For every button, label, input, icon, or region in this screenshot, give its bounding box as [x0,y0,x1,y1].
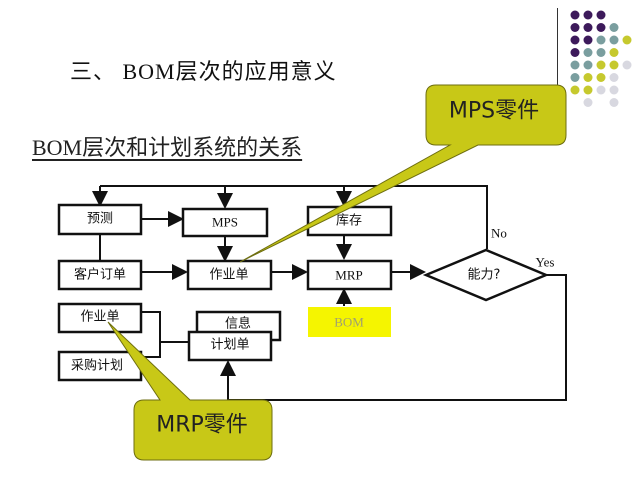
decor-dot [570,10,580,20]
decor-dot [596,10,606,20]
decor-dot [609,23,619,32]
decor-dot [596,73,606,82]
node-forecast-label: 预测 [87,212,113,227]
edge-label-no: No [491,226,507,241]
decor-dot [583,35,593,45]
node-customer-order-label: 客户订单 [74,267,126,283]
node-work-order-2: 作业单 [57,302,143,334]
decor-dot [596,60,606,70]
node-work-order-2-label: 作业单 [80,310,119,325]
callout-mrp-parts-text: MRP零件 [156,413,248,438]
node-work-order: 作业单 [186,259,273,291]
node-info-label: 信息 [225,316,251,332]
node-plan-sheet-label: 计划单 [210,338,249,353]
node-capacity-label: 能力? [468,268,501,283]
decor-dot [609,85,619,95]
decor-dot [570,23,580,32]
node-bom: BOM [308,307,391,337]
callout-mps-parts-text: MPS零件 [449,99,539,124]
decor-dot [609,35,619,45]
decor-dot [583,85,593,95]
edge-label-yes: Yes [536,255,555,270]
decor-dot [609,98,619,107]
decor-dot [596,85,606,95]
bracket-line [141,311,161,358]
yes-loop-line [220,274,567,401]
node-purchase-plan: 采购计划 [57,350,143,382]
node-customer-order: 客户订单 [57,259,143,291]
decor-dot [609,48,619,57]
node-bom-label: BOM [334,315,364,330]
decor-dot [622,35,632,45]
decor-dot [570,35,580,45]
decor-dot [570,85,580,95]
decor-dot [596,48,606,57]
decor-dot [570,48,580,57]
node-inventory-label: 库存 [336,213,362,229]
slide-title: 三、 BOM层次的应用意义 [70,59,337,84]
node-mrp: MRP [306,259,393,291]
callout-mps-parts: MPS零件 [239,84,567,263]
connectors [92,185,567,401]
decor-dot [622,60,632,70]
diagram-subtitle: BOM层次和计划系统的关系 [32,135,303,160]
node-plan-sheet: 计划单 [187,330,273,362]
node-mps-label: MPS [212,215,238,230]
node-forecast: 预测 [57,203,143,236]
node-mrp-label: MRP [335,268,362,283]
decor-dot-grid [570,10,632,107]
decor-dot [609,60,619,70]
node-capacity-decision: 能力? [422,248,550,302]
decor-dot [583,48,593,57]
decor-dot [596,35,606,45]
decor-dot [583,98,593,107]
decor-dot [570,73,580,82]
no-feedback-line [100,185,488,249]
node-work-order-label: 作业单 [209,268,248,283]
node-purchase-plan-label: 采购计划 [71,358,123,374]
decor-divider-line [557,8,558,108]
decor-dot [583,60,593,70]
callout-mrp-parts: MRP零件 [107,321,273,461]
decor-dot [570,60,580,70]
decor-dot [596,23,606,32]
decor-dot [583,10,593,20]
decor-dot [583,23,593,32]
decor-dot [609,73,619,82]
node-mps: MPS [181,207,269,238]
decor-dot [583,73,593,82]
